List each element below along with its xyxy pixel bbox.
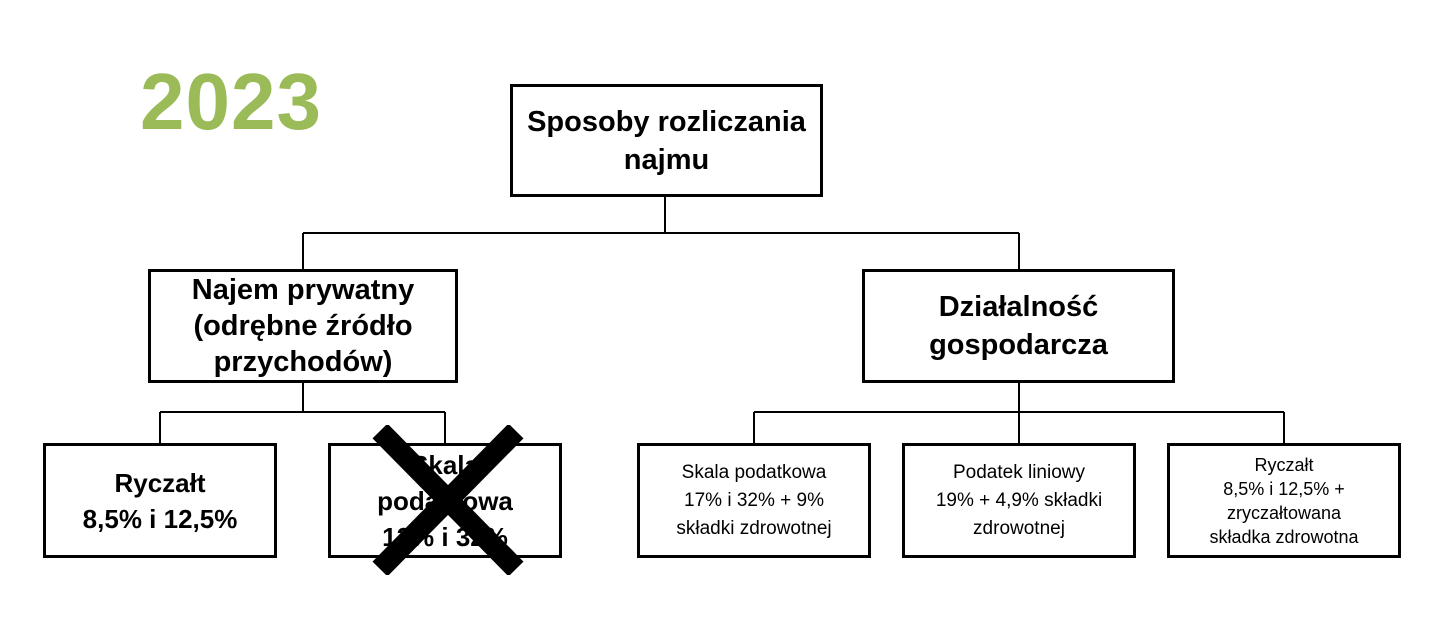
node-business-flat-rate: Ryczałt 8,5% i 12,5% + zryczałtowana skł… (1167, 443, 1401, 558)
node-business-scale-line-2: 17% i 32% + 9% (684, 489, 824, 511)
node-business-linear-line-2: 19% + 4,9% składki (935, 489, 1103, 511)
node-business-flat-line-1: Ryczałt (1254, 454, 1314, 475)
node-root: Sposoby rozliczania najmu (510, 84, 823, 197)
node-business-tax-scale: Skala podatkowa 17% i 32% + 9% składki z… (637, 443, 871, 558)
node-business-line-1: Działalność (938, 291, 1099, 323)
node-business-flat-line-3: zryczałtowana (1226, 502, 1342, 523)
node-business-scale-line-1: Skala podatkowa (681, 461, 827, 483)
node-root-line-2: najmu (623, 143, 710, 176)
node-business-flat-line-2: 8,5% i 12,5% + (1223, 478, 1345, 499)
node-private-line-1: Najem prywatny (191, 274, 415, 306)
node-root-line-1: Sposoby rozliczania (527, 105, 806, 138)
node-private-rental: Najem prywatny (odrębne źródło przychodó… (148, 269, 458, 383)
node-private-flat-rate: Ryczałt 8,5% i 12,5% (43, 443, 277, 558)
year-heading: 2023 (140, 57, 322, 146)
node-private-flat-line-2: 8,5% i 12,5% (82, 503, 238, 534)
node-business-linear-line-3: zdrowotnej (973, 517, 1065, 539)
node-business-activity: Działalność gospodarcza (862, 269, 1175, 383)
node-private-flat-line-1: Ryczałt (114, 467, 206, 498)
node-business-linear-tax: Podatek liniowy 19% + 4,9% składki zdrow… (902, 443, 1136, 558)
node-business-scale-line-3: składki zdrowotnej (676, 517, 832, 539)
node-business-linear-line-1: Podatek liniowy (952, 461, 1086, 483)
node-private-line-2: (odrębne źródło (193, 310, 413, 342)
node-business-flat-line-4: składka zdrowotna (1209, 526, 1359, 547)
node-business-line-2: gospodarcza (929, 329, 1108, 361)
cross-out-icon (372, 425, 524, 575)
node-private-line-3: przychodów) (213, 346, 393, 378)
